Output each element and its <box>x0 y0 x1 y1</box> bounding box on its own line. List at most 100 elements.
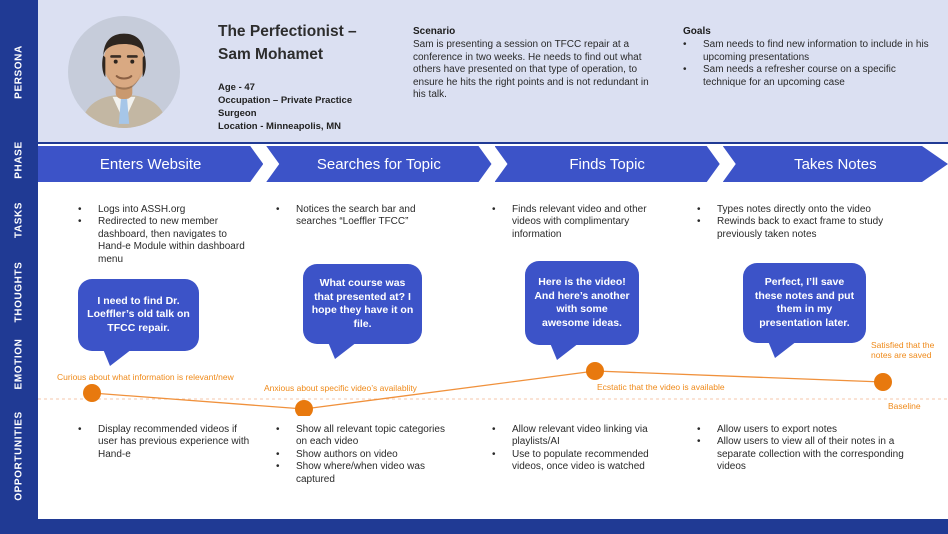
thought-text: I need to find Dr. Loeffler’s old talk o… <box>87 294 190 334</box>
task-text: Types notes directly onto the video <box>717 204 871 215</box>
bullet: • <box>78 216 82 228</box>
emotion-line-chart <box>38 362 948 416</box>
phase-arrow-finds-topic: Finds Topic <box>495 146 720 182</box>
sidebar-label-persona: PERSONA <box>13 45 25 99</box>
task-text: Rewinds back to exact frame to study pre… <box>717 216 884 240</box>
goal-item: • Sam needs to find new information to i… <box>683 39 939 64</box>
opportunity-text: Show all relevant topic categories on ea… <box>296 424 445 448</box>
scenario-block: Scenario Sam is presenting a session on … <box>413 26 656 102</box>
goals-heading: Goals <box>683 26 711 37</box>
opportunity-item: • Allow users to view all of their notes … <box>697 436 929 473</box>
task-text: Logs into ASSH.org <box>98 204 186 215</box>
opportunity-text: Use to populate recommended videos, once… <box>512 448 649 473</box>
persona-name: The Perfectionist – Sam Mohamet <box>218 20 413 66</box>
thought-text: Perfect, I’ll save these notes and put t… <box>754 276 855 329</box>
scenario-body: Sam is presenting a session on TFCC repa… <box>413 39 649 101</box>
opportunities-col-3: • Allow relevant video linking via playli… <box>492 424 670 474</box>
bullet: • <box>492 204 496 215</box>
emotion-label-3: Ecstatic that the video is available <box>597 382 725 392</box>
opportunities-col-2: • Show all relevant topic categories on e… <box>276 424 456 486</box>
goal-text: Sam needs to find new information to inc… <box>703 39 929 63</box>
emotion-dot-2 <box>295 400 313 416</box>
bullet: • <box>697 436 701 448</box>
bullet: • <box>683 64 687 76</box>
thought-bubble-2: What course was that presented at? I hop… <box>303 264 422 359</box>
opportunity-item: • Use to populate recommended videos, onc… <box>492 449 670 474</box>
opportunities-col-4: • Allow users to export notes • Allow user… <box>697 424 929 474</box>
persona-location: Location - Minneapolis, MN <box>218 121 341 132</box>
opportunity-item: • Show authors on video <box>276 449 456 461</box>
opportunity-item: • Show all relevant topic categories on e… <box>276 424 456 449</box>
emotion-dot-3 <box>586 362 604 380</box>
thought-bubble-4: Perfect, I’ll save these notes and put t… <box>743 263 866 358</box>
emotion-label-1: Curious about what information is releva… <box>57 372 234 382</box>
sidebar-label-opportunities: OPPORTUNITIES <box>13 411 25 501</box>
bullet: • <box>683 39 687 50</box>
persona-name-line2: Sam Mohamet <box>218 46 324 63</box>
opportunity-text: Allow users to export notes <box>717 424 838 435</box>
opportunity-text: Display recommended videos if user has p… <box>98 424 250 460</box>
tasks-col-1: • Logs into ASSH.org • Redirected to new m… <box>78 204 254 266</box>
tasks-col-2: •Notices the search bar and searches “Lo… <box>276 204 452 229</box>
bottom-bar <box>0 519 948 534</box>
bullet: • <box>276 204 280 215</box>
opportunity-item: •Display recommended videos if user has … <box>78 424 254 461</box>
persona-age: Age - 47 <box>218 82 255 93</box>
bullet: • <box>78 204 82 215</box>
thought-text: Here is the video! And here’s another wi… <box>534 276 630 329</box>
bullet: • <box>276 461 280 473</box>
bullet: • <box>697 424 701 435</box>
task-item: • Redirected to new member dashboard, the… <box>78 216 254 266</box>
thought-text: What course was that presented at? I hop… <box>311 277 414 330</box>
opportunity-text: Show where/when video was captured <box>296 461 425 485</box>
persona-photo <box>68 16 180 128</box>
emotion-curve <box>91 370 884 410</box>
goal-item: • Sam needs a refresher course on a spec… <box>683 64 939 89</box>
task-text: Finds relevant video and other videos wi… <box>512 204 647 240</box>
phase-band: Enters Website Searches for Topic Finds … <box>38 146 948 182</box>
emotion-baseline-label: Baseline <box>888 401 921 411</box>
tasks-col-4: • Types notes directly onto the video •Re… <box>697 204 927 241</box>
emotion-label-4: Satisfied that the notes are saved <box>871 340 935 360</box>
sidebar-label-emotion: EMOTION <box>13 338 25 390</box>
tasks-col-3: • Finds relevant video and other videos w… <box>492 204 668 241</box>
emotion-dot-4 <box>874 373 892 391</box>
opportunity-text: Allow relevant video linking via playlis… <box>512 424 648 448</box>
opportunity-text: Show authors on video <box>296 448 398 460</box>
persona-name-line1: The Perfectionist – <box>218 23 357 40</box>
persona-photo-illustration <box>68 16 180 128</box>
opportunity-text: Allow users to view all of their notes i… <box>717 436 904 473</box>
opportunity-item: • Allow relevant video linking via playli… <box>492 424 670 449</box>
phase-arrow-searches-for-topic: Searches for Topic <box>266 146 491 182</box>
persona-header <box>38 0 948 142</box>
sidebar-label-thoughts: THOUGHTS <box>13 261 25 323</box>
bullet: • <box>697 204 701 215</box>
persona-details: Age - 47 Occupation – Private Practice S… <box>218 81 380 133</box>
header-divider <box>38 142 948 144</box>
emotion-label-2: Anxious about specific video’s availabli… <box>264 383 417 393</box>
task-item: •Notices the search bar and searches “Lo… <box>276 204 452 229</box>
phase-arrow-takes-notes: Takes Notes <box>723 146 948 182</box>
opportunity-item: • Show where/when video was captured <box>276 461 456 486</box>
task-item: •Rewinds back to exact frame to study pr… <box>697 216 927 241</box>
sidebar: PERSONA PHASE TASKS THOUGHTS EMOTION OPP… <box>0 0 38 534</box>
thought-bubble-1: I need to find Dr. Loeffler’s old talk o… <box>78 279 199 366</box>
scenario-heading: Scenario <box>413 26 456 37</box>
task-text: Redirected to new member dashboard, then… <box>98 216 245 265</box>
opportunities-col-1: •Display recommended videos if user has … <box>78 424 254 461</box>
thought-bubble-3: Here is the video! And here’s another wi… <box>525 261 639 360</box>
persona-occupation: Occupation – Private Practice Surgeon <box>218 95 353 119</box>
bullet: • <box>492 448 496 460</box>
task-item: • Finds relevant video and other videos w… <box>492 204 668 241</box>
emotion-dot-1 <box>83 384 101 402</box>
phase-arrow-enters-website: Enters Website <box>38 146 263 182</box>
opportunity-item: • Allow users to export notes <box>697 424 929 436</box>
bullet: • <box>276 448 280 460</box>
task-item: • Types notes directly onto the video <box>697 204 927 216</box>
bullet: • <box>492 424 496 435</box>
sidebar-label-tasks: TASKS <box>13 201 25 239</box>
goals-block: Goals • Sam needs to find new informatio… <box>683 26 939 89</box>
bullet: • <box>276 424 280 435</box>
goal-text: Sam needs a refresher course on a specif… <box>703 64 896 88</box>
